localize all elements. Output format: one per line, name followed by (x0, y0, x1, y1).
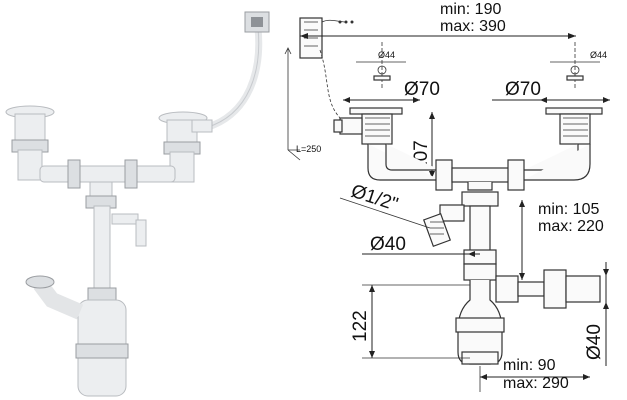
upper-nut (461, 191, 499, 207)
left-plug-symbol: Ø44 (356, 42, 406, 90)
d44-right-label: Ø44 (590, 50, 607, 60)
right-plug-symbol: Ø44 (550, 42, 607, 90)
overflow-max-label: max: 390 (440, 18, 506, 35)
d70-left-label: Ø70 (404, 79, 440, 100)
technical-drawing: min: 190 max: 390 L=250 Ø44 Ø44 Ø70 Ø70 (284, 1, 610, 392)
thread-label: Ø1/2" (348, 181, 400, 216)
right-union-nut (507, 159, 525, 191)
height-min-label: min: 105 (538, 201, 599, 218)
d70-right-label: Ø70 (505, 79, 541, 100)
d44-left-label: Ø44 (378, 50, 395, 60)
d40-outlet-label: Ø40 (584, 324, 605, 360)
overflow-min-label: min: 190 (440, 1, 501, 18)
cable-length-label: L=250 (296, 144, 321, 154)
right-strainer (545, 107, 603, 115)
side-nozzle (422, 204, 465, 248)
d40-top-label: Ø40 (370, 234, 406, 255)
bottle-trap (455, 263, 505, 365)
left-strainer (349, 107, 403, 115)
outlet-pipe (495, 269, 601, 309)
height-122-label: 122 (350, 310, 371, 342)
connecting-pipe-photo (39, 165, 176, 183)
outlet-max-label: max: 290 (503, 375, 569, 392)
left-union-nut (435, 159, 453, 191)
height-max-label: max: 220 (538, 218, 604, 235)
outlet-min-label: min: 90 (503, 357, 556, 374)
product-photo (5, 11, 270, 397)
